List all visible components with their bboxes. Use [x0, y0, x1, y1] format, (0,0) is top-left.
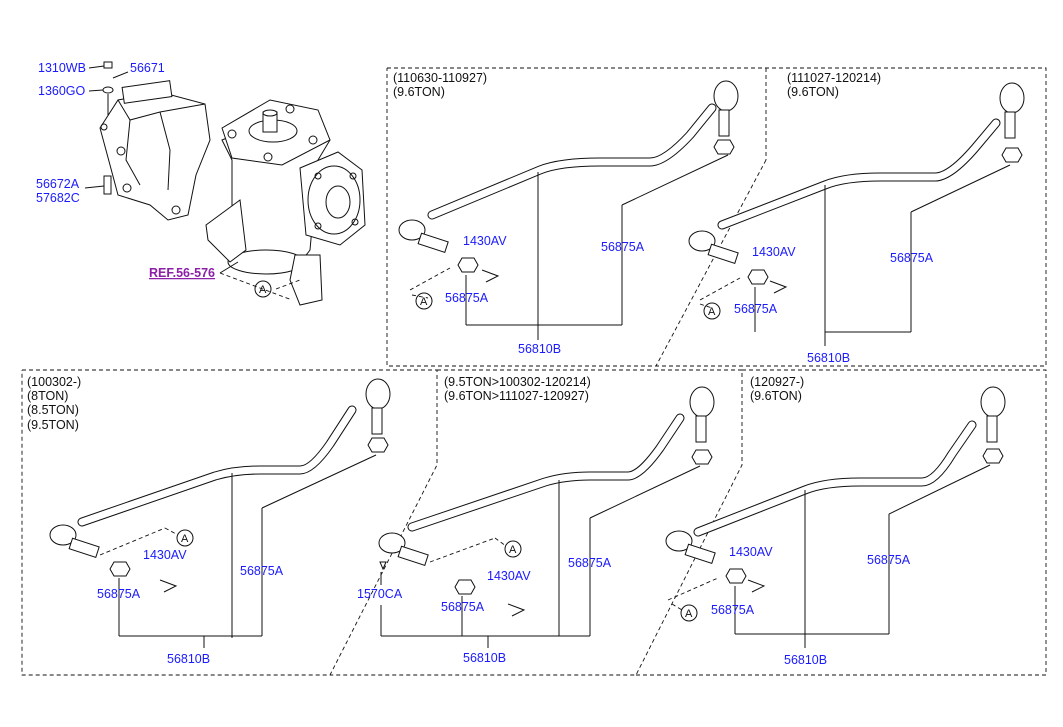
part-label-56810b[interactable]: 56810B: [807, 351, 850, 365]
panel-note: (111027-120214): [787, 71, 881, 85]
part-label-1430av[interactable]: 1430AV: [463, 234, 507, 248]
part-label-57682c[interactable]: 57682C: [36, 191, 80, 205]
panel-note: (100302-): [27, 375, 81, 389]
svg-text:A: A: [259, 284, 267, 296]
part-label-56875a[interactable]: 56875A: [441, 600, 485, 614]
panel-3: (100302-) (8TON) (8.5TON) (9.5TON) A 143…: [27, 375, 391, 666]
part-label-56875a[interactable]: 56875A: [711, 603, 755, 617]
part-label-1430av[interactable]: 1430AV: [729, 545, 773, 559]
panel-2: (111027-120214) (9.6TON) A 1430AV 56875A…: [688, 71, 1025, 365]
steering-gear-box: [84, 61, 366, 306]
part-label-56875a[interactable]: 56875A: [445, 291, 489, 305]
panel-note: (9.5TON>100302-120214): [444, 375, 591, 389]
ref-link-56-576[interactable]: REF.56-576: [149, 266, 215, 280]
part-label-56671[interactable]: 56671: [130, 61, 165, 75]
part-label-56810b[interactable]: 56810B: [463, 651, 506, 665]
marker-a: A: [708, 306, 716, 318]
panel-note: (9.6TON): [393, 85, 445, 99]
part-label-56810b[interactable]: 56810B: [784, 653, 827, 667]
part-label-56875a[interactable]: 56875A: [734, 302, 778, 316]
part-label-56810b[interactable]: 56810B: [167, 652, 210, 666]
part-label-1430av[interactable]: 1430AV: [752, 245, 796, 259]
part-label-1430av[interactable]: 1430AV: [143, 548, 187, 562]
panel-borders: [21, 67, 1047, 676]
panel-note: (8TON): [27, 389, 68, 403]
part-label-56875a[interactable]: 56875A: [867, 553, 911, 567]
marker-a: A: [685, 608, 693, 620]
panel-note: (110630-110927): [393, 71, 487, 85]
part-label-56875a[interactable]: 56875A: [97, 587, 141, 601]
marker-a: A: [509, 544, 517, 556]
part-label-56875a[interactable]: 56875A: [240, 564, 284, 578]
part-label-56875a[interactable]: 56875A: [601, 240, 645, 254]
panel-note: (120927-): [750, 375, 804, 389]
part-label-56875a[interactable]: 56875A: [568, 556, 612, 570]
marker-a: A: [181, 533, 189, 545]
part-label-1310wb[interactable]: 1310WB: [38, 61, 86, 75]
marker-a-circle: A: [254, 280, 272, 298]
part-label-56672a[interactable]: 56672A: [36, 177, 80, 191]
part-label-56810b[interactable]: 56810B: [518, 342, 561, 356]
part-label-56875a[interactable]: 56875A: [890, 251, 934, 265]
marker-a: A: [420, 296, 428, 308]
panel-note: (9.6TON>111027-120927): [444, 389, 589, 403]
panel-note: (8.5TON): [27, 403, 79, 417]
part-label-1360go[interactable]: 1360GO: [38, 84, 86, 98]
panel-5: (120927-) (9.6TON) A 1430AV 56875A 56875…: [665, 375, 1006, 667]
panel-note: (9.6TON): [750, 389, 802, 403]
panel-1: (110630-110927) (9.6TON) A 1430AV 56875A…: [393, 71, 739, 356]
part-label-1570ca[interactable]: 1570CA: [357, 587, 403, 601]
panel-note: (9.6TON): [787, 85, 839, 99]
panel-note: (9.5TON): [27, 418, 79, 432]
panel-4: (9.5TON>100302-120214) (9.6TON>111027-12…: [357, 375, 715, 665]
part-label-1430av[interactable]: 1430AV: [487, 569, 531, 583]
